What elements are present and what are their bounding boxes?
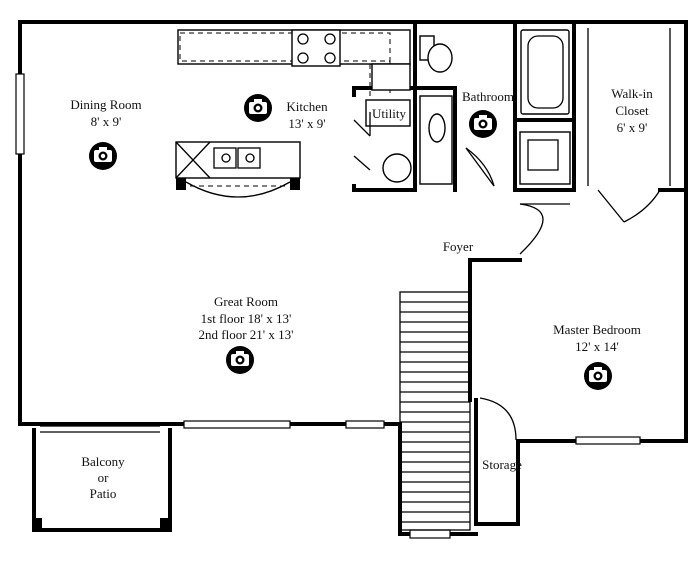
bathroom-fixtures	[419, 29, 571, 187]
walkin-size: 6' x 9'	[617, 120, 648, 135]
dining-room-size: 8' x 9'	[91, 114, 122, 129]
master-bedroom-size: 12' x 14'	[575, 339, 619, 354]
balcony-line2: or	[98, 470, 110, 485]
window-dining	[15, 73, 25, 155]
balcony-line1: Balcony	[81, 454, 125, 469]
window-great-room-small	[345, 420, 385, 429]
camera-icon-great-room[interactable]	[226, 346, 254, 374]
walkin-name-line2: Closet	[615, 103, 649, 118]
foyer-name: Foyer	[443, 239, 474, 254]
utility-fixtures	[353, 99, 412, 183]
camera-icons	[89, 94, 612, 390]
storage-name: Storage	[482, 457, 522, 472]
camera-icon-dining[interactable]	[89, 142, 117, 170]
walkin-name-line1: Walk-in	[611, 86, 653, 101]
master-bedroom-name: Master Bedroom	[553, 322, 641, 337]
windows	[15, 73, 641, 539]
utility-name: Utility	[372, 106, 406, 121]
great-room-name: Great Room	[214, 294, 278, 309]
camera-icon-kitchen[interactable]	[244, 94, 272, 122]
kitchen-name: Kitchen	[286, 99, 328, 114]
door-swings	[479, 203, 570, 441]
window-stair	[409, 529, 451, 539]
staircase	[399, 291, 471, 531]
camera-icon-master[interactable]	[584, 362, 612, 390]
bathroom-name: Bathroom	[462, 89, 514, 104]
camera-icon-bathroom[interactable]	[469, 110, 497, 138]
kitchen-fixtures	[175, 29, 411, 198]
balcony-line3: Patio	[90, 486, 117, 501]
dining-room-name: Dining Room	[70, 97, 141, 112]
window-master	[575, 436, 641, 445]
great-room-size-1: 1st floor 18' x 13'	[201, 311, 292, 326]
stove	[291, 29, 341, 67]
great-room-size-2: 2nd floor 21' x 13'	[199, 327, 294, 342]
walkin-fixtures	[587, 28, 671, 223]
room-labels: Dining Room 8' x 9' Kitchen 13' x 9' Uti…	[70, 86, 653, 501]
window-great-room	[183, 420, 291, 429]
kitchen-size: 13' x 9'	[288, 116, 325, 131]
